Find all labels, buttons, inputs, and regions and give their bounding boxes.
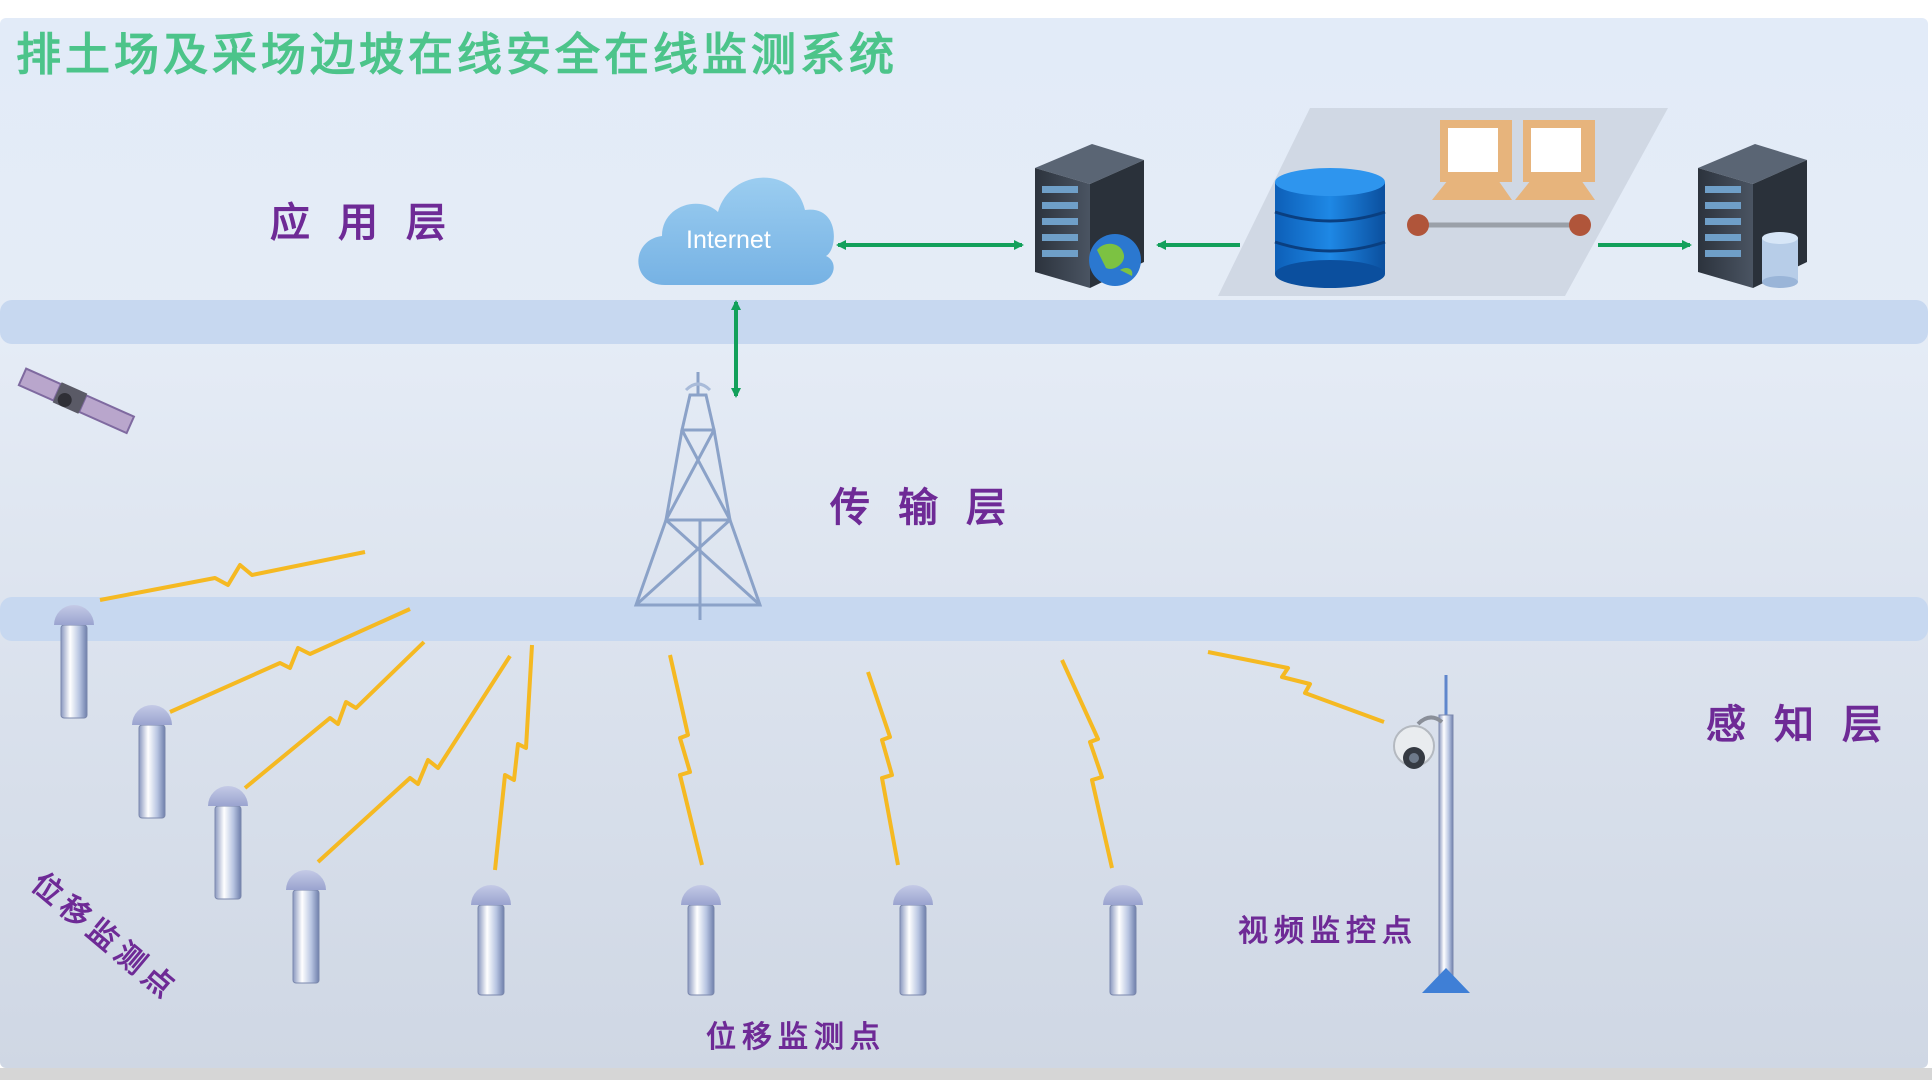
lightning-icon	[866, 671, 900, 866]
video-point-label: 视频监控点	[1238, 914, 1418, 949]
displacement-sensor-icon	[54, 605, 94, 719]
lightning-icon	[1060, 659, 1114, 869]
lightning-icon	[316, 654, 512, 864]
displacement-sensor-icon	[893, 885, 933, 996]
displacement-point-label-bottom: 位移监测点	[706, 1020, 886, 1055]
lightning-icon	[493, 644, 534, 871]
lightning-icon	[243, 640, 426, 790]
bottom-strip	[0, 1068, 1932, 1080]
camera-pole	[1422, 675, 1470, 993]
web-server-icon	[1035, 144, 1144, 288]
displacement-sensor-icon	[1103, 885, 1143, 996]
lightning-icon	[1207, 650, 1385, 724]
perception-layer-label: 感知层	[1706, 702, 1910, 748]
satellite-icon	[17, 367, 136, 435]
displacement-sensor-icon	[208, 786, 248, 900]
lightning-icon	[668, 654, 704, 866]
signal-tower-icon	[633, 372, 763, 620]
displacement-sensor-icon	[471, 885, 511, 996]
storage-server-icon	[1698, 144, 1807, 288]
camera-icon	[1393, 715, 1444, 769]
transmission-layer-label: 传输层	[830, 485, 1034, 531]
workstation-icon	[1407, 120, 1595, 236]
database-icon	[1274, 168, 1386, 288]
displacement-sensor-icon	[286, 870, 326, 984]
transmission-perception-divider	[0, 597, 1928, 641]
displacement-sensor-icon	[132, 705, 172, 819]
application-layer-label: 应用层	[270, 200, 474, 246]
cloud-icon	[638, 177, 834, 285]
cloud-label: Internet	[686, 226, 771, 254]
displacement-sensor-icon	[681, 885, 721, 996]
lightning-icon	[99, 550, 366, 602]
page-title: 排土场及采场边坡在线安全在线监测系统	[16, 28, 899, 81]
application-transmission-divider	[0, 300, 1928, 344]
lightning-icon	[169, 607, 411, 714]
